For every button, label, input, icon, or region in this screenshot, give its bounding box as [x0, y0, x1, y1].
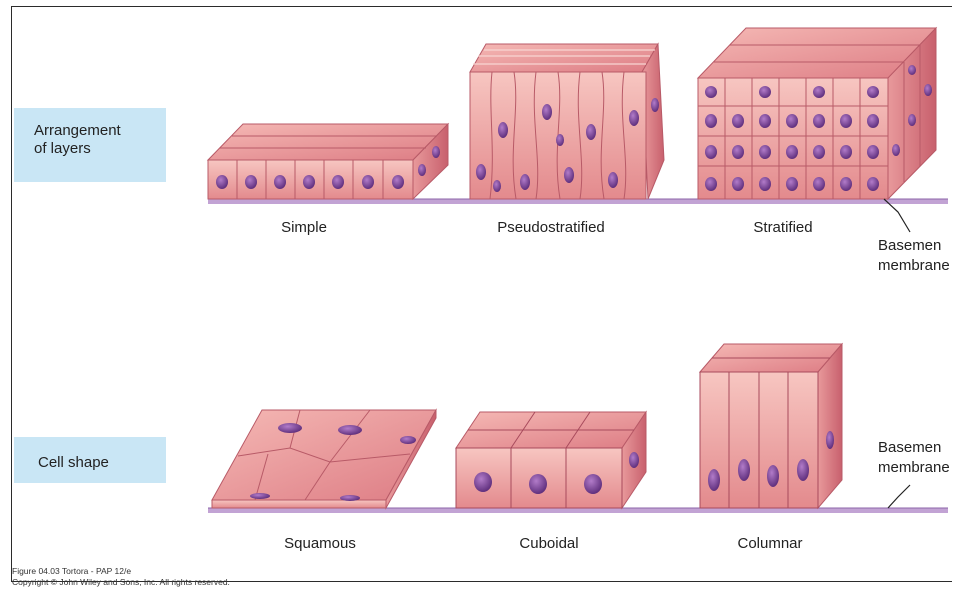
- basement-label-bottom: Basemen: [878, 438, 950, 458]
- membrane-label-top: membrane: [878, 256, 950, 276]
- caption-stratified: Stratified: [735, 219, 831, 236]
- pseudostratified-epithelium: [470, 44, 664, 199]
- basement-label-top: Basemen: [878, 236, 950, 256]
- basement-membrane-label-top: Basemen membrane: [878, 236, 950, 276]
- caption-squamous: Squamous: [270, 535, 370, 552]
- basement-membrane-top: [208, 199, 948, 204]
- copyright-notice: Copyright © John Wiley and Sons, Inc. Al…: [12, 577, 230, 587]
- leader-line-bottom: [888, 485, 910, 508]
- stratified-epithelium: [698, 28, 936, 199]
- caption-pseudostratified: Pseudostratified: [478, 219, 624, 236]
- squamous-epithelium: [212, 410, 436, 508]
- cuboidal-epithelium: [456, 412, 646, 508]
- caption-simple: Simple: [255, 219, 353, 236]
- caption-columnar: Columnar: [720, 535, 820, 552]
- caption-cuboidal: Cuboidal: [504, 535, 594, 552]
- basement-membrane-bottom: [208, 508, 948, 513]
- simple-epithelium: [208, 124, 448, 199]
- membrane-label-bottom: membrane: [878, 458, 950, 478]
- columnar-epithelium: [700, 344, 842, 508]
- basement-membrane-label-bottom: Basemen membrane: [878, 438, 950, 478]
- figure-credit: Figure 04.03 Tortora - PAP 12/e: [12, 566, 131, 576]
